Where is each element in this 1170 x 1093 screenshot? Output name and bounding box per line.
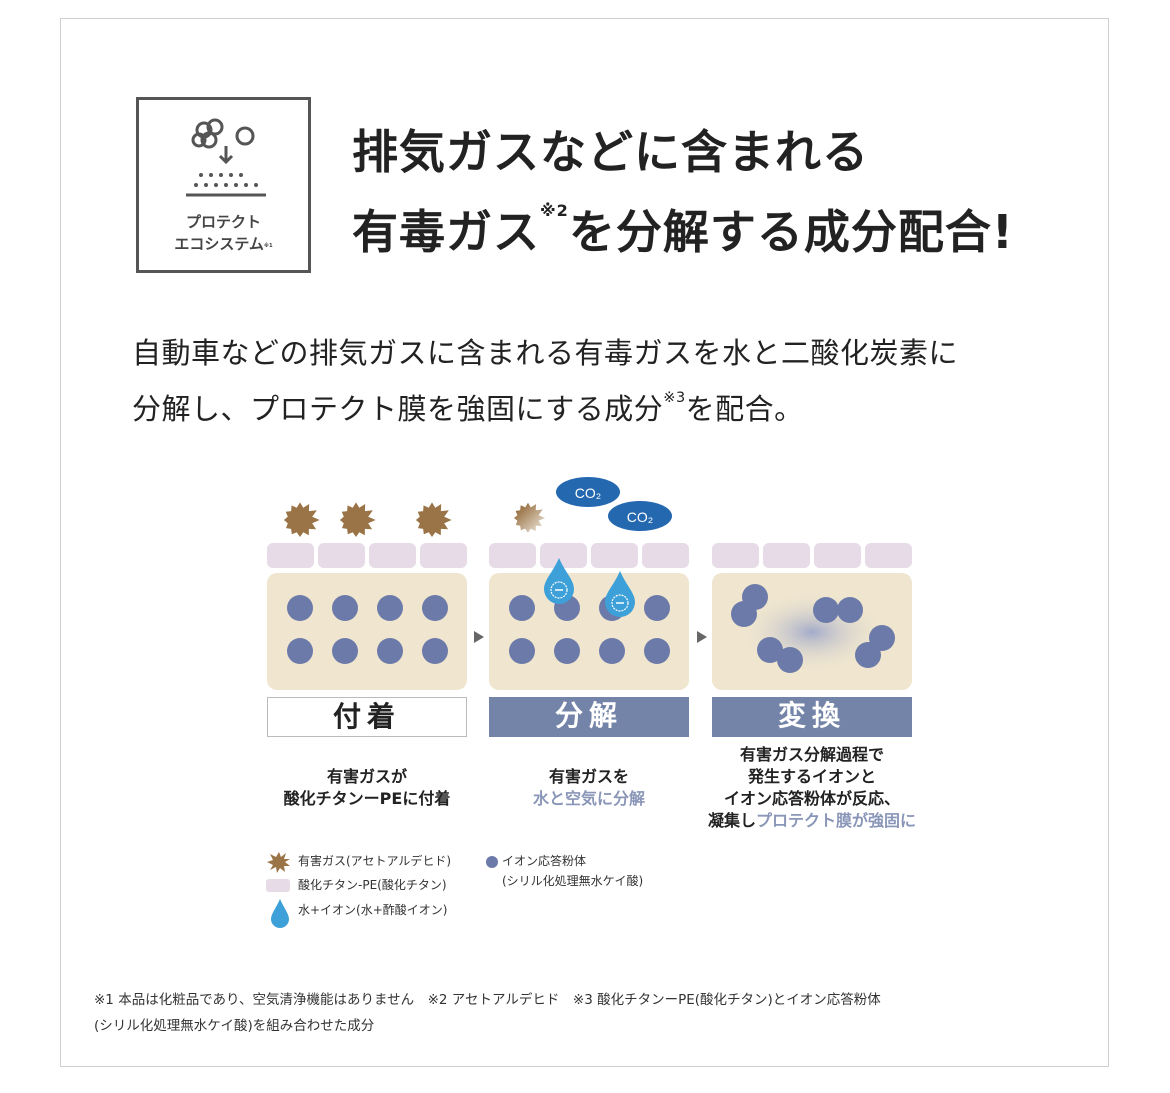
body-line2: 分解し、プロテクト膜を強固にする成分※3を配合。 <box>132 390 804 426</box>
arrow-icon <box>697 631 707 643</box>
powder-particle <box>422 638 448 664</box>
footnote-line2: (シリル化処理無水ケイ酸)を組み合わせた成分 <box>94 1018 375 1034</box>
co2-label: CO₂ <box>575 485 601 501</box>
titanium-tile <box>814 543 861 568</box>
badge-line1: プロテクト <box>185 213 261 231</box>
co2-label: CO₂ <box>627 509 653 525</box>
headline-line2: 有毒ガス※2を分解する成分配合! <box>352 200 1014 259</box>
harmful-gas <box>283 502 320 537</box>
step-label-decompose: 分解 <box>489 697 689 737</box>
titanium-tile <box>318 543 365 568</box>
co2-cloud: CO₂ <box>556 477 620 507</box>
step-desc-decompose: 有害ガスを水と空気に分解 <box>532 767 645 808</box>
powder-particle <box>377 638 403 664</box>
titanium-tile-icon <box>266 879 290 892</box>
badge-line2: エコシステム※1 <box>174 235 273 253</box>
legend-icons <box>266 852 498 928</box>
step-label-convert: 変換 <box>712 697 912 737</box>
legend-gas: 有害ガス(アセトアルデヒド) <box>298 854 452 868</box>
powder-particle <box>422 595 448 621</box>
panel-body <box>489 573 689 690</box>
titanium-tile <box>420 543 467 568</box>
footnote-line1: ※1 本品は化粧品であり、空気清浄機能はありません ※2 アセトアルデヒド ※3… <box>94 992 881 1008</box>
powder-particle <box>554 638 580 664</box>
decomposition-diagram: CO₂ CO₂ <box>267 477 912 690</box>
legend-powder-detail: (シリル化処理無水ケイ酸) <box>502 874 644 888</box>
ion-ring <box>611 594 629 612</box>
legend-titanium: 酸化チタン-PE(酸化チタン) <box>298 878 447 892</box>
gas-icon <box>267 852 290 873</box>
powder-particle <box>509 638 535 664</box>
aggregated-particle <box>855 642 881 668</box>
powder-particle <box>644 595 670 621</box>
aggregated-particle <box>813 597 839 623</box>
titanium-tile <box>591 543 638 568</box>
powder-particle <box>509 595 535 621</box>
harmful-gas <box>415 502 452 537</box>
powder-particle <box>332 638 358 664</box>
powder-particle <box>332 595 358 621</box>
harmful-gas <box>339 502 376 537</box>
legend-water: 水+イオン(水+酢酸イオン) <box>298 903 448 917</box>
powder-particle <box>644 638 670 664</box>
protect-ecosystem-badge: プロテクト エコシステム※1 <box>136 97 311 273</box>
gas-decompose-icon <box>186 118 266 197</box>
body-line1: 自動車などの排気ガスに含まれる有毒ガスを水と二酸化炭素に <box>132 336 959 370</box>
content-frame <box>60 18 1109 1067</box>
titanium-tile <box>369 543 416 568</box>
aggregated-particle <box>757 637 783 663</box>
ion-ring <box>550 581 568 599</box>
powder-particle <box>287 638 313 664</box>
aggregated-particle <box>731 601 757 627</box>
headline-line1: 排気ガスなどに含まれる <box>352 125 869 179</box>
powder-particle <box>599 638 625 664</box>
arrow-icon <box>474 631 484 643</box>
titanium-tile <box>763 543 810 568</box>
powder-particle <box>377 595 403 621</box>
water-drop-icon <box>271 899 289 928</box>
titanium-tile <box>712 543 759 568</box>
legend-powder: イオン応答粉体 <box>502 854 587 868</box>
powder-icon <box>486 856 498 868</box>
harmful-gas-fading <box>514 502 545 533</box>
titanium-tile <box>865 543 912 568</box>
powder-particle <box>287 595 313 621</box>
step-label-attach: 付着 <box>267 697 467 737</box>
titanium-tile <box>540 543 587 568</box>
step-desc-convert: 有害ガス分解過程で発生するイオンとイオン応答粉体が反応、 凝集しプロテクト膜が強… <box>707 745 917 830</box>
panel-body <box>267 573 467 690</box>
titanium-tile <box>642 543 689 568</box>
titanium-tile <box>489 543 536 568</box>
co2-cloud: CO₂ <box>608 501 672 531</box>
aggregated-particle <box>837 597 863 623</box>
aggregated-particle <box>777 647 803 673</box>
titanium-tile <box>267 543 314 568</box>
step-desc-attach: 有害ガスが酸化チタンーPEに付着 <box>283 767 451 808</box>
